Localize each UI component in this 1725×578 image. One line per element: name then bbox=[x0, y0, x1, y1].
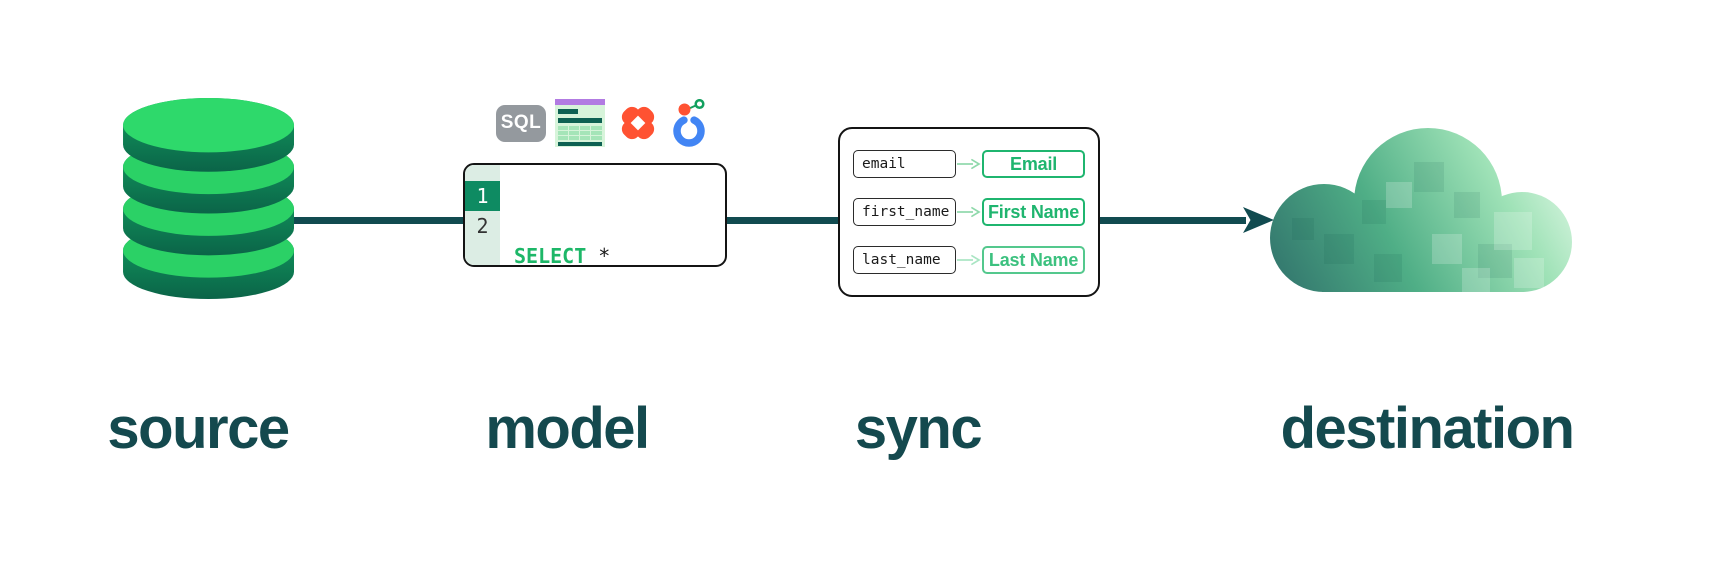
destination-field: Email bbox=[982, 150, 1085, 178]
source-field: last_name bbox=[853, 246, 957, 274]
mapping-row: email Email bbox=[853, 150, 1085, 178]
model-tool-icons: SQL bbox=[496, 98, 707, 148]
looker-studio-icon bbox=[673, 99, 705, 147]
stage-label-sync: sync bbox=[854, 396, 983, 461]
stage-label-source: source bbox=[107, 396, 290, 461]
arrowhead-icon bbox=[1243, 207, 1274, 233]
sql-editor: 1 2 SELECT * FROM users; bbox=[463, 163, 727, 267]
mapping-arrow-icon bbox=[957, 254, 981, 266]
code-line: SELECT * bbox=[514, 241, 650, 267]
database-icon bbox=[123, 97, 295, 300]
mapping-row: last_name Last Name bbox=[853, 246, 1085, 274]
cloud-icon bbox=[1270, 128, 1572, 292]
line-number: 2 bbox=[476, 214, 489, 238]
field-mapping-panel: email Email first_name First Name last_n… bbox=[838, 127, 1100, 297]
destination-field: First Name bbox=[982, 198, 1085, 226]
sql-keyword: SELECT bbox=[514, 244, 587, 267]
flow-line-sync-destination bbox=[1098, 217, 1246, 224]
source-field: email bbox=[853, 150, 957, 178]
mapping-arrow-icon bbox=[957, 206, 981, 218]
dbt-icon bbox=[621, 106, 655, 140]
sql-badge: SQL bbox=[496, 104, 546, 142]
mapping-row: first_name First Name bbox=[853, 198, 1085, 226]
stage-label-destination: destination bbox=[1280, 396, 1575, 461]
sql-text: * bbox=[586, 244, 611, 267]
mapping-arrow-icon bbox=[957, 158, 981, 170]
line-number-gutter: 1 2 bbox=[465, 165, 500, 265]
spreadsheet-icon bbox=[555, 99, 605, 147]
code-area: SELECT * FROM users; bbox=[500, 165, 650, 265]
flow-line-model-sync bbox=[725, 217, 840, 224]
stage-label-model: model bbox=[485, 396, 650, 461]
destination-field: Last Name bbox=[982, 246, 1085, 274]
flow-line-source-model bbox=[288, 217, 465, 224]
source-field: first_name bbox=[853, 198, 957, 226]
line-number: 1 bbox=[465, 181, 500, 211]
